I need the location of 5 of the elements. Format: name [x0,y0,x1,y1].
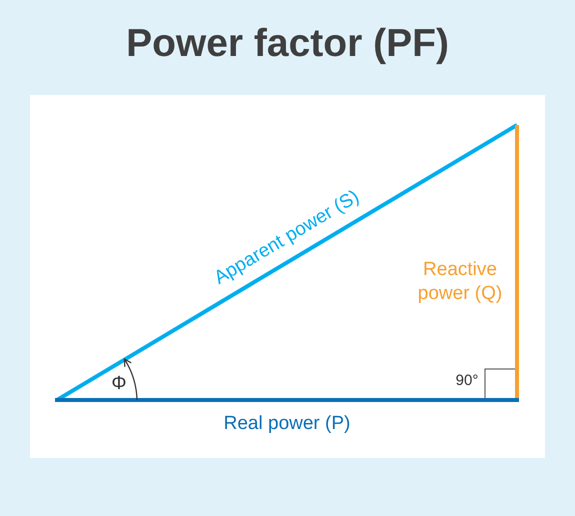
angle-symbol: Φ [111,372,127,396]
vertical-side-label: Reactive power (Q) [416,258,504,306]
angle-label: 90° [456,371,478,391]
base-label: Real power (P) [224,412,350,436]
title: Power factor (PF) [125,22,450,66]
